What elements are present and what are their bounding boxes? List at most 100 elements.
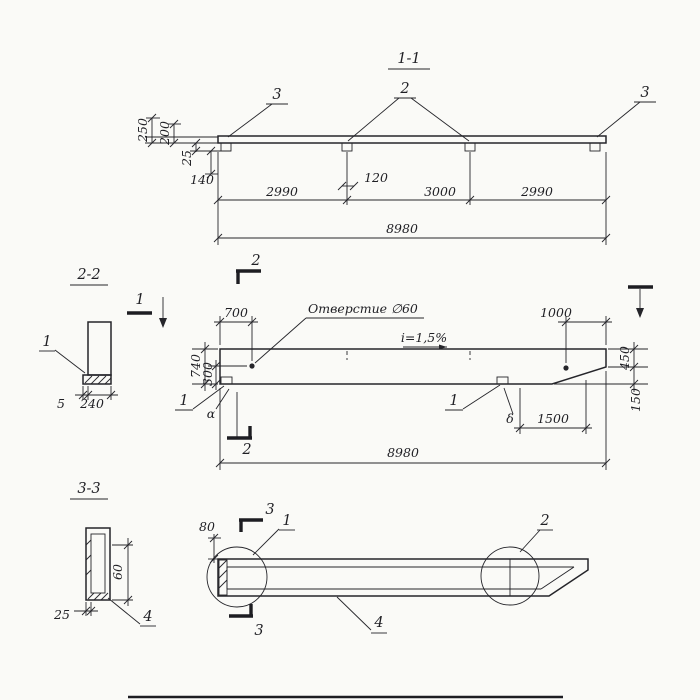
dim-total-mid: 8980 bbox=[215, 371, 611, 470]
dim-1000: 1000 bbox=[540, 305, 612, 363]
callout-label: 1 bbox=[179, 393, 188, 409]
dim-700-label: 700 bbox=[224, 305, 248, 320]
dim-3000: 3000 bbox=[424, 184, 456, 199]
dim-700: 700 bbox=[214, 305, 258, 361]
rib-section-outline bbox=[87, 321, 112, 376]
section-cut-mark-3-bottom: 3 bbox=[229, 604, 264, 639]
dim-140: 140 bbox=[190, 172, 214, 187]
callout-4-bottom: 4 bbox=[336, 596, 387, 634]
section-cut-mark-1-right bbox=[628, 285, 653, 318]
cut-label-2: 2 bbox=[250, 253, 260, 269]
detail-circle-left bbox=[206, 546, 268, 608]
dim-80-label: 80 bbox=[199, 519, 215, 534]
end-plate-left bbox=[218, 559, 228, 596]
section-cut-mark-3-top: 3 bbox=[239, 502, 275, 532]
dim-1500-label: 1500 bbox=[537, 411, 569, 426]
weld-mark-a: α bbox=[207, 388, 230, 421]
dim-2990-left: 2990 bbox=[265, 184, 298, 199]
callout-label: 4 bbox=[142, 609, 152, 625]
hole-note-label: Отверстие ∅60 bbox=[308, 301, 418, 316]
dim-25-label: 25 bbox=[53, 607, 70, 622]
weld-b-label: δ bbox=[506, 411, 514, 426]
beam-slab-outline bbox=[217, 135, 607, 144]
rib-plate bbox=[220, 142, 232, 152]
dim-total-top: 8980 bbox=[213, 221, 611, 243]
section-2-2-title: 2-2 bbox=[76, 267, 100, 283]
channel-inner-taper bbox=[540, 566, 575, 590]
dim-740-label: 740 bbox=[188, 354, 203, 378]
callout-label: 2 bbox=[539, 513, 549, 529]
dim-left-stack: 250 200 25 140 bbox=[135, 113, 231, 187]
callout-label: 1 bbox=[282, 513, 291, 529]
callout-label: 2 bbox=[399, 81, 409, 97]
callout-4-detail: 4 bbox=[107, 597, 156, 627]
callout-label: 1 bbox=[449, 393, 458, 409]
slope-arrow-icon bbox=[439, 344, 447, 350]
cut-label-3: 3 bbox=[254, 623, 263, 639]
dim-740-300: 740 300 bbox=[188, 342, 247, 391]
callout-1-plate-mid: 1 bbox=[445, 384, 501, 411]
detail-circle-right bbox=[480, 546, 540, 606]
dim-450-label: 450 bbox=[617, 346, 632, 371]
channel-plan-outline bbox=[217, 558, 589, 597]
section-arrow-down-icon bbox=[636, 308, 644, 318]
dim-450-150: 450 150 bbox=[554, 342, 648, 412]
callout-label: 4 bbox=[373, 615, 383, 631]
section-arrow-down-icon bbox=[159, 318, 167, 328]
view-section-1-1: 1-1 3 2 3 bbox=[135, 51, 656, 245]
callout-1-bottom: 1 bbox=[252, 513, 295, 556]
cut-label-3: 3 bbox=[265, 502, 274, 518]
dim-120: 120 bbox=[364, 170, 388, 185]
slope-note: i=1,5% bbox=[401, 330, 447, 350]
dim-8980-mid: 8980 bbox=[387, 445, 419, 460]
dim-5-label: 5 bbox=[57, 396, 65, 411]
view-bottom: 3 80 1 2 4 bbox=[199, 502, 589, 639]
weld-mark-b: δ bbox=[503, 387, 514, 426]
weld-a-label: α bbox=[207, 406, 216, 421]
callout-label: 3 bbox=[272, 87, 281, 103]
dim-150-label: 150 bbox=[628, 388, 643, 412]
slope-label: i=1,5% bbox=[401, 330, 447, 345]
dim-25: 25 bbox=[179, 150, 194, 167]
flange-plate-section bbox=[82, 374, 112, 385]
section-cut-mark-2-bottom: 2 bbox=[227, 392, 252, 458]
dim-250: 250 bbox=[135, 118, 150, 143]
hole-right bbox=[563, 365, 569, 371]
dim-60-label: 60 bbox=[110, 564, 125, 580]
cut-label-1: 1 bbox=[135, 292, 144, 308]
embedded-plate-left bbox=[220, 376, 233, 385]
dim-5-240: 5 240 bbox=[57, 386, 118, 411]
callout-2-bottom: 2 bbox=[519, 513, 553, 553]
section-cut-mark-1-left: 1 bbox=[127, 292, 167, 328]
section-1-1-title: 1-1 bbox=[397, 51, 420, 67]
callout-1-plate-left: 1 bbox=[175, 385, 225, 411]
view-section-2-2: 2-2 1 5 240 bbox=[39, 267, 118, 411]
dim-2990-right: 2990 bbox=[520, 184, 553, 199]
channel-section-inner bbox=[90, 533, 106, 594]
channel-section-outer bbox=[85, 527, 111, 601]
cut-label-2: 2 bbox=[241, 442, 251, 458]
dim-1500: 1500 bbox=[514, 380, 592, 434]
embedded-plate-mid bbox=[496, 376, 509, 385]
beam-elevation-outline bbox=[219, 348, 607, 385]
callout-label: 3 bbox=[640, 85, 649, 101]
dim-span-row: 2990 3000 2990 120 bbox=[213, 152, 611, 245]
section-cut-mark-2-top: 2 bbox=[236, 253, 261, 284]
rib-plate bbox=[589, 142, 601, 152]
rib-plate bbox=[341, 142, 353, 152]
dim-60: 60 bbox=[110, 538, 133, 606]
dim-80: 80 bbox=[199, 519, 221, 564]
dim-200: 200 bbox=[157, 121, 172, 146]
dim-300-label: 300 bbox=[200, 362, 215, 386]
callout-3-left: 3 bbox=[227, 87, 288, 138]
dim-1000-label: 1000 bbox=[540, 305, 572, 320]
callout-label: 1 bbox=[42, 334, 51, 350]
view-section-3-3: 3-3 60 25 4 bbox=[53, 481, 156, 627]
dim-25-detail: 25 bbox=[53, 602, 98, 622]
section-3-3-title: 3-3 bbox=[77, 481, 100, 497]
view-elevation: 2 1 Отверстие ∅60 i=1,5% bbox=[127, 253, 653, 470]
callout-3-right: 3 bbox=[596, 85, 656, 138]
dim-8980-top: 8980 bbox=[386, 221, 418, 236]
